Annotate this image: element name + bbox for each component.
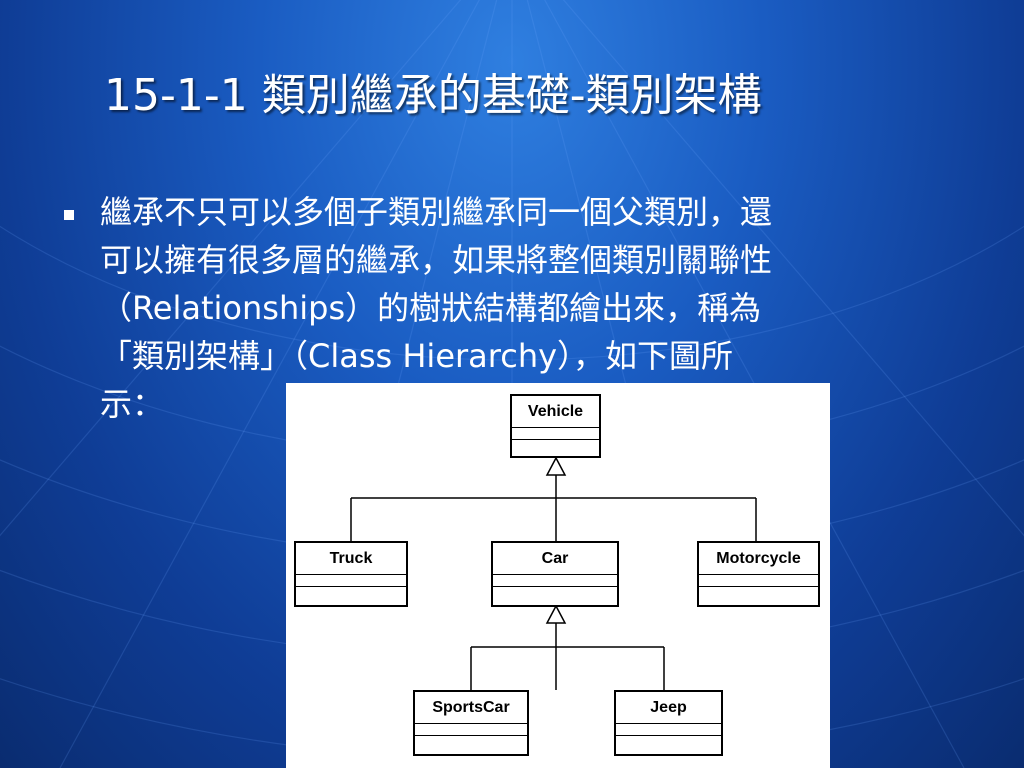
class-operations [415,736,527,750]
bullet-line: 繼承不只可以多個子類別繼承同一個父類別，還 [100,193,773,231]
class-box-car: Car [491,541,619,607]
class-operations [699,587,818,601]
class-operations [493,587,617,601]
class-attributes [296,575,406,587]
class-box-truck: Truck [294,541,408,607]
class-box-sportscar: SportsCar [413,690,529,756]
class-operations [296,587,406,601]
inheritance-arrow [545,456,567,476]
bullet-line: 示： [100,385,165,423]
class-attributes [493,575,617,587]
class-hierarchy-diagram: Vehicle Truck Car Motorcycle SportsCar J… [286,383,830,768]
class-attributes [512,428,599,440]
class-name: Car [493,543,617,575]
bullet-line: 「類別架構」（Class Hierarchy），如下圖所 [100,337,734,375]
bullet-line: 可以擁有很多層的繼承，如果將整個類別關聯性 [100,241,773,279]
class-name: Vehicle [512,396,599,428]
class-name: Truck [296,543,406,575]
bullet-marker [64,210,74,220]
bullet-line: （Relationships）的樹狀結構都繪出來，稱為 [100,289,762,327]
class-attributes [616,724,721,736]
class-name: Jeep [616,692,721,724]
inheritance-arrow [545,604,567,624]
class-box-jeep: Jeep [614,690,723,756]
class-box-motorcycle: Motorcycle [697,541,820,607]
inheritance-connectors [350,456,757,690]
class-operations [512,440,599,454]
bullet-text: 繼承不只可以多個子類別繼承同一個父類別，還 可以擁有很多層的繼承，如果將整個類別… [100,188,950,428]
class-attributes [699,575,818,587]
class-attributes [415,724,527,736]
class-name: Motorcycle [699,543,818,575]
slide-title: 15-1-1 類別繼承的基礎-類別架構 [104,70,762,121]
class-name: SportsCar [415,692,527,724]
class-operations [616,736,721,750]
class-box-vehicle: Vehicle [510,394,601,458]
